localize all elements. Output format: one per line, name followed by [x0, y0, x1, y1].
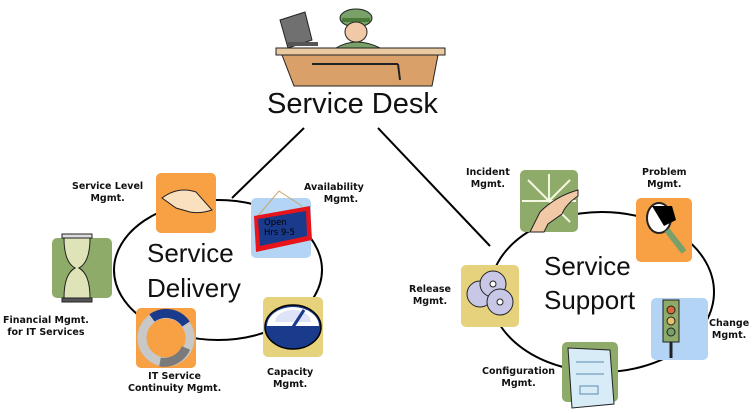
label-change: Change Mgmt. [709, 318, 749, 342]
label-line: Mgmt. [90, 193, 125, 204]
delivery-title-line2: Delivery [147, 273, 241, 303]
label-configuration: Configuration Mgmt. [482, 366, 555, 390]
service-desk-illustration [275, 8, 446, 87]
label-line: Service Level [72, 181, 144, 192]
service-level-icon [156, 173, 216, 233]
continuity-icon [136, 308, 196, 368]
sign-line-hours: Hrs 9-5 [264, 228, 295, 238]
label-line: Incident [466, 167, 510, 178]
release-icon [461, 265, 519, 327]
label-line: Problem [642, 167, 687, 178]
label-line: Mgmt. [647, 179, 682, 190]
problem-icon [636, 198, 692, 262]
label-line: Financial Mgmt. [3, 315, 89, 326]
label-problem: Problem Mgmt. [642, 167, 687, 191]
label-line: Continuity Mgmt. [128, 383, 222, 394]
sign-line-open: Open [264, 218, 287, 228]
delivery-title-line1: Service [147, 238, 234, 268]
label-line: Mgmt. [272, 379, 308, 390]
service-desk-title: Service Desk [267, 88, 438, 120]
label-line: Mgmt. [412, 296, 448, 307]
label-line: for IT Services [7, 327, 85, 338]
label-financial: Financial Mgmt. for IT Services [3, 315, 89, 339]
capacity-icon [263, 297, 323, 357]
label-line: Configuration [482, 366, 556, 377]
availability-sign-text: Open Hrs 9-5 [264, 218, 295, 238]
label-incident: Incident Mgmt. [466, 167, 510, 191]
connector-desk-delivery [231, 127, 305, 199]
label-line: Capacity [267, 367, 314, 378]
support-title-line2: Support [544, 285, 636, 315]
connector-desk-support [377, 127, 491, 247]
configuration-icon [562, 342, 618, 409]
label-line: Mgmt. [711, 330, 747, 341]
label-release: Release Mgmt. [409, 284, 451, 308]
label-line: Mgmt. [470, 179, 506, 190]
financial-icon [52, 233, 112, 303]
label-service-level: Service Level Mgmt. [72, 181, 143, 205]
label-line: Mgmt. [323, 194, 359, 205]
label-line: IT Service [148, 371, 201, 382]
availability-icon [251, 190, 312, 258]
change-icon [651, 298, 708, 360]
label-continuity: IT Service Continuity Mgmt. [128, 371, 221, 395]
label-line: Availability [304, 182, 364, 193]
label-availability: Availability Mgmt. [304, 182, 364, 206]
incident-icon [520, 170, 579, 233]
support-title-line1: Service [544, 251, 631, 281]
label-line: Change [709, 318, 750, 329]
label-line: Mgmt. [501, 378, 536, 389]
label-capacity: Capacity Mgmt. [267, 367, 313, 391]
label-line: Release [409, 284, 451, 295]
delivery-cycle [113, 199, 323, 341]
